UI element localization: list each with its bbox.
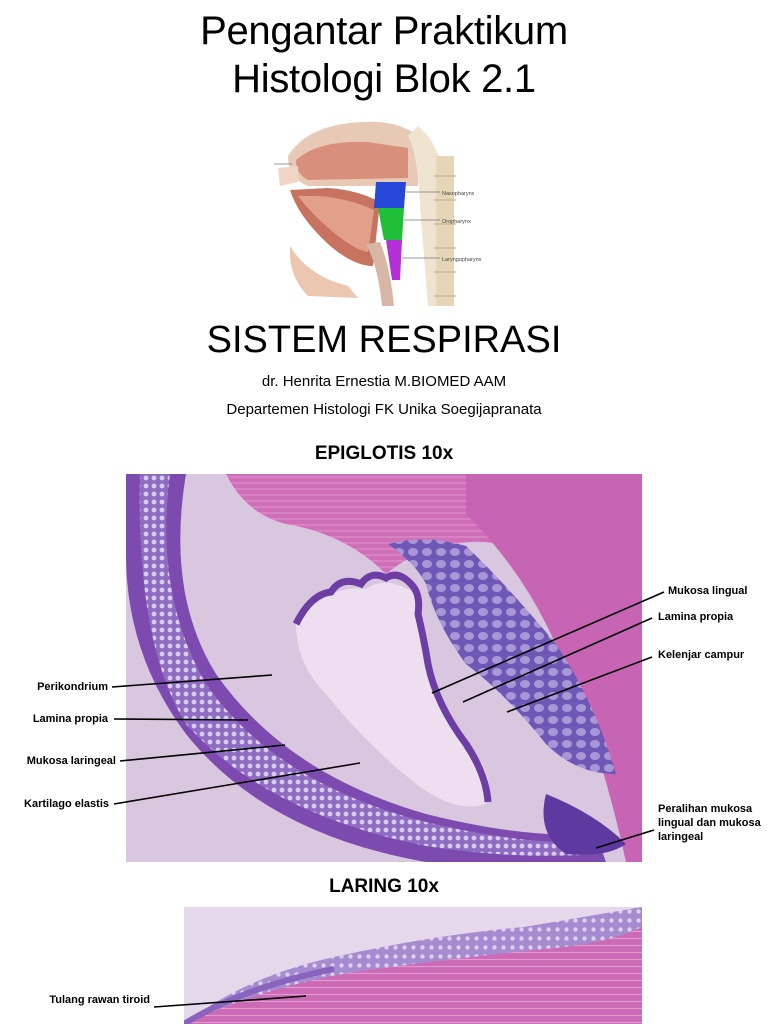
label-lamina-propia-left: Lamina propia (32, 713, 108, 725)
section-title: SISTEM RESPIRASI (206, 319, 562, 361)
nasopharynx-label: Nasopharynx (442, 191, 475, 197)
label-tulang-rawan-tiroid: Tulang rawan tiroid (49, 994, 150, 1006)
laring-micrograph-drawing (184, 907, 642, 1024)
epiglotis-micrograph-drawing (126, 474, 642, 862)
oropharynx-label: Oropharynx (442, 219, 471, 225)
pharynx-anatomy-illustration: Nasopharynx Oropharynx Laryngopharynx (268, 116, 500, 306)
label-kelenjar-campur: Kelenjar campur (658, 649, 745, 661)
label-mukosa-laringeal: Mukosa laringeal (26, 755, 116, 767)
label-kartilago-elastis: Kartilago elastis (24, 798, 109, 810)
pharynx-anatomy-drawing: Nasopharynx Oropharynx Laryngopharynx (268, 116, 500, 306)
label-peralihan-mukosa: Peralihan mukosa lingual dan mukosa lari… (658, 803, 761, 843)
title-line-1: Pengantar Praktikum (200, 9, 568, 53)
laring-micrograph (184, 907, 642, 1024)
laring-title: LARING 10x (329, 876, 439, 897)
label-mukosa-lingual: Mukosa lingual (668, 585, 748, 597)
laryngopharynx-label: Laryngopharynx (442, 257, 482, 263)
label-lamina-propia-right: Lamina propia (658, 611, 734, 623)
author-line: dr. Henrita Ernestia M.BIOMED AAM (261, 373, 507, 390)
epiglotis-title: EPIGLOTIS 10x (314, 443, 454, 464)
department-line: Departemen Histologi FK Unika Soegijapra… (226, 401, 542, 418)
epiglotis-micrograph (126, 474, 642, 862)
title-line-2: Histologi Blok 2.1 (232, 57, 536, 101)
label-perikondrium: Perikondrium (37, 681, 108, 693)
